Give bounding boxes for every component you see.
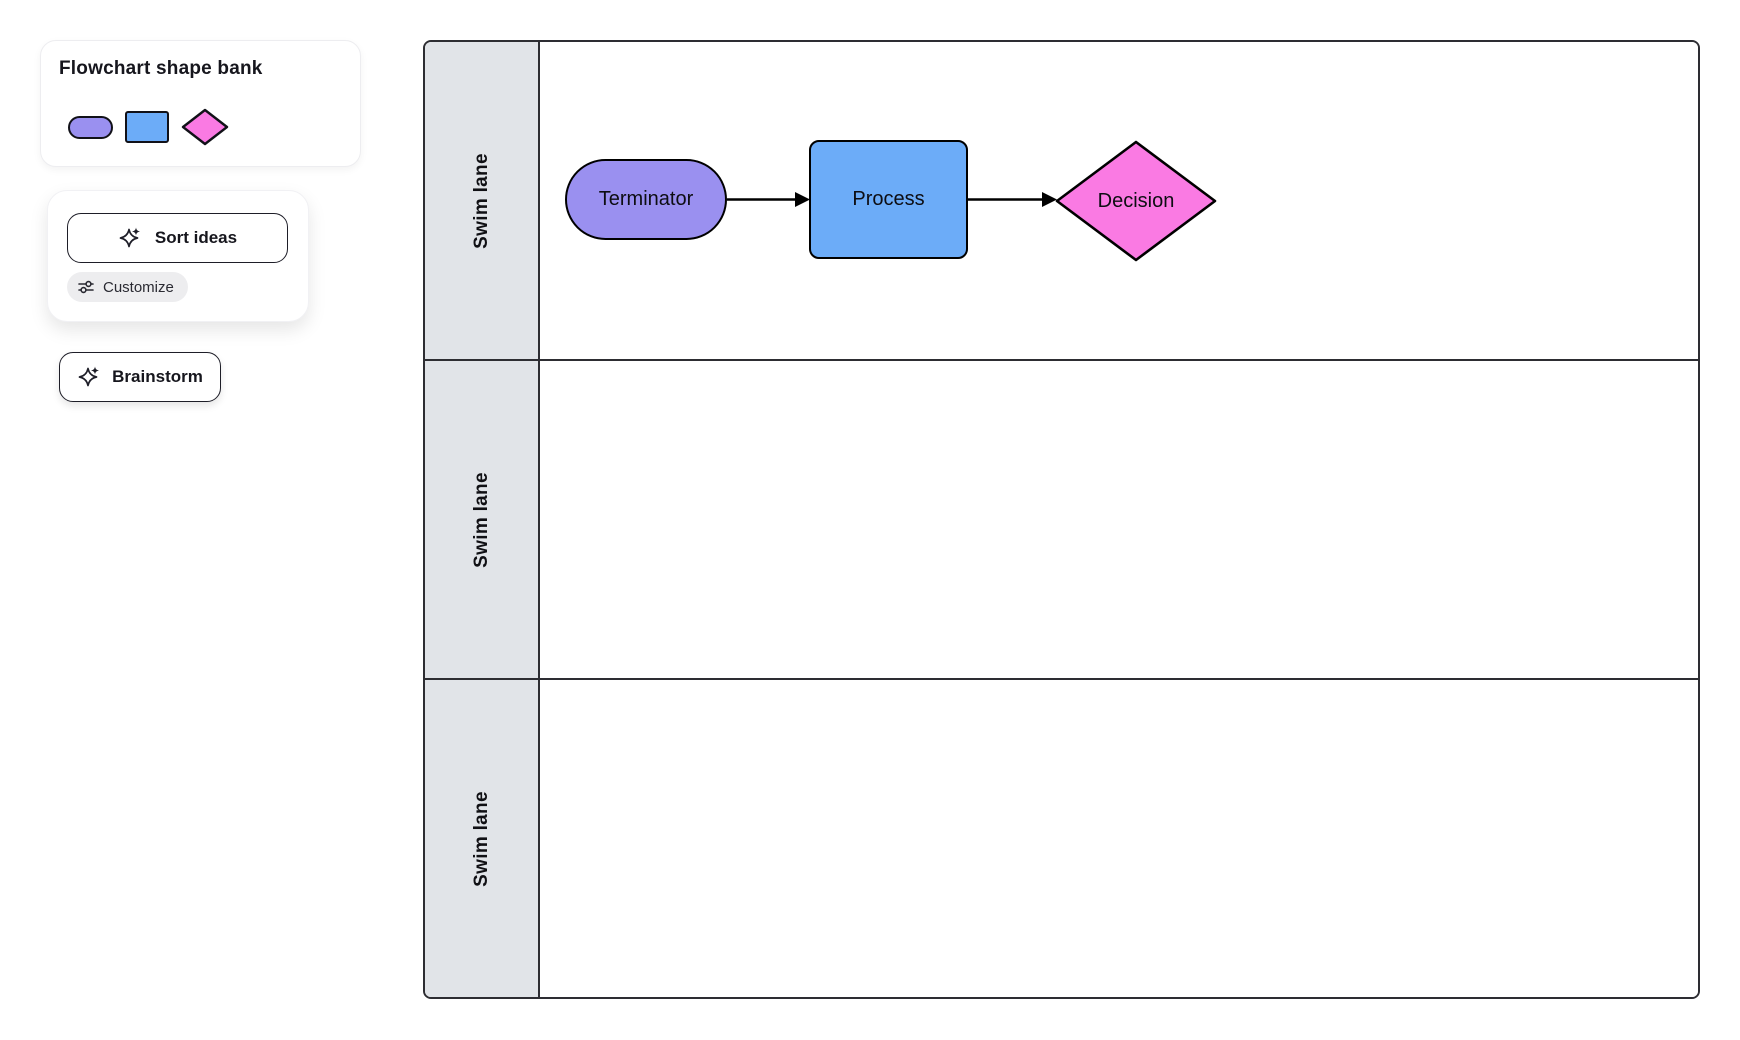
customize-button[interactable]: Customize <box>67 272 188 302</box>
brainstorm-button[interactable]: Brainstorm <box>59 352 221 402</box>
swim-lane-body-3 <box>540 680 1698 997</box>
swim-lane-header-3[interactable]: Swim lane <box>425 680 540 997</box>
sort-ideas-button[interactable]: Sort ideas <box>67 213 288 263</box>
swim-lane-label: Swim lane <box>470 790 492 887</box>
swim-lane-label: Swim lane <box>470 152 492 249</box>
terminator-shape-swatch[interactable] <box>68 115 113 139</box>
customize-label: Customize <box>103 278 174 296</box>
decision-node-label: Decision <box>1097 189 1175 212</box>
swim-lane-row-3: Swim lane <box>425 678 1698 997</box>
terminator-node-label: Terminator <box>598 188 694 210</box>
swim-lane-header-2[interactable]: Swim lane <box>425 361 540 678</box>
swim-lane-row-2: Swim lane <box>425 359 1698 678</box>
sparkle-icon <box>78 366 100 387</box>
swim-lane-header-1[interactable]: Swim lane <box>425 42 540 359</box>
terminator-node[interactable]: Terminator <box>565 159 727 240</box>
process-node-label: Process <box>852 188 925 210</box>
sliders-icon <box>78 280 94 294</box>
ai-actions-card: Sort ideas Customize <box>47 190 309 322</box>
sort-ideas-label: Sort ideas <box>154 228 238 247</box>
brainstorm-label: Brainstorm <box>112 367 203 386</box>
process-node[interactable]: Process <box>809 140 968 259</box>
swim-lane-label: Swim lane <box>470 471 492 568</box>
sparkle-icon <box>119 227 140 248</box>
shape-bank-card: Flowchart shape bank <box>40 40 361 167</box>
connector-terminator-to-process[interactable] <box>727 189 811 211</box>
swim-lane-body-2 <box>540 361 1698 678</box>
decision-node[interactable]: Decision <box>1053 138 1219 264</box>
decision-diamond-shape <box>1055 140 1217 262</box>
shape-bank-swatch-row <box>68 105 229 149</box>
connector-process-to-decision[interactable] <box>968 189 1058 211</box>
process-shape-swatch[interactable] <box>125 111 169 143</box>
decision-shape-swatch[interactable] <box>181 108 229 146</box>
shape-bank-title: Flowchart shape bank <box>59 58 263 79</box>
